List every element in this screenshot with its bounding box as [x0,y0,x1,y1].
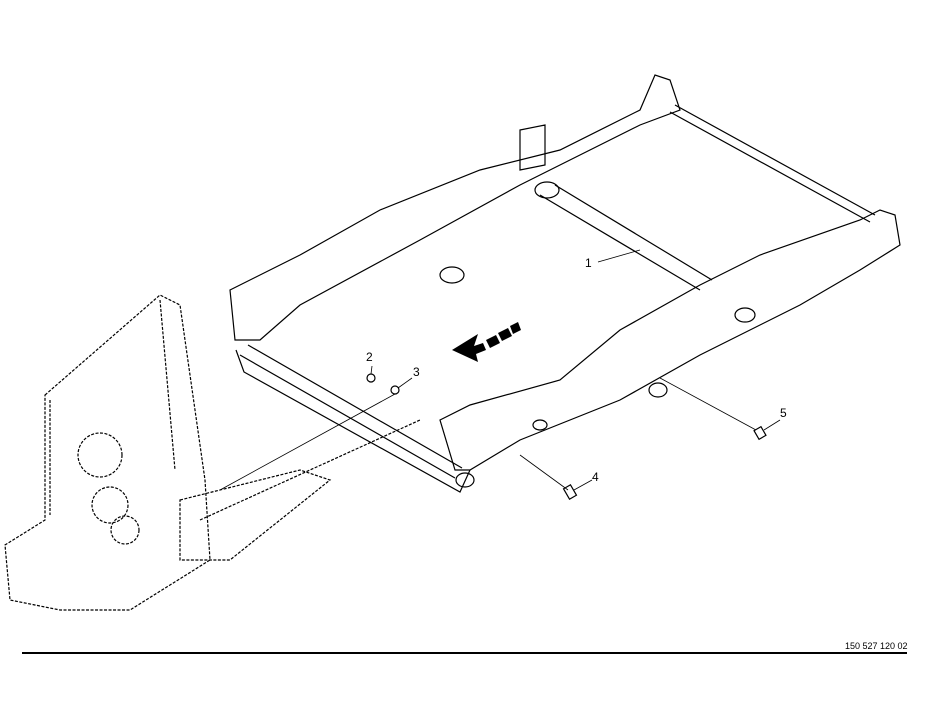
leader-lines [219,249,781,491]
direction-arrow-icon [452,322,521,362]
callout-3: 3 [413,365,420,379]
document-number: 150 527 120 02 [845,641,908,651]
callout-1: 1 [585,256,592,270]
callout-4: 4 [592,470,599,484]
callout-5: 5 [780,406,787,420]
callout-2: 2 [366,350,373,364]
main-frame [229,74,901,493]
side-panel-assembly [4,294,421,611]
footer-rule [22,652,907,654]
